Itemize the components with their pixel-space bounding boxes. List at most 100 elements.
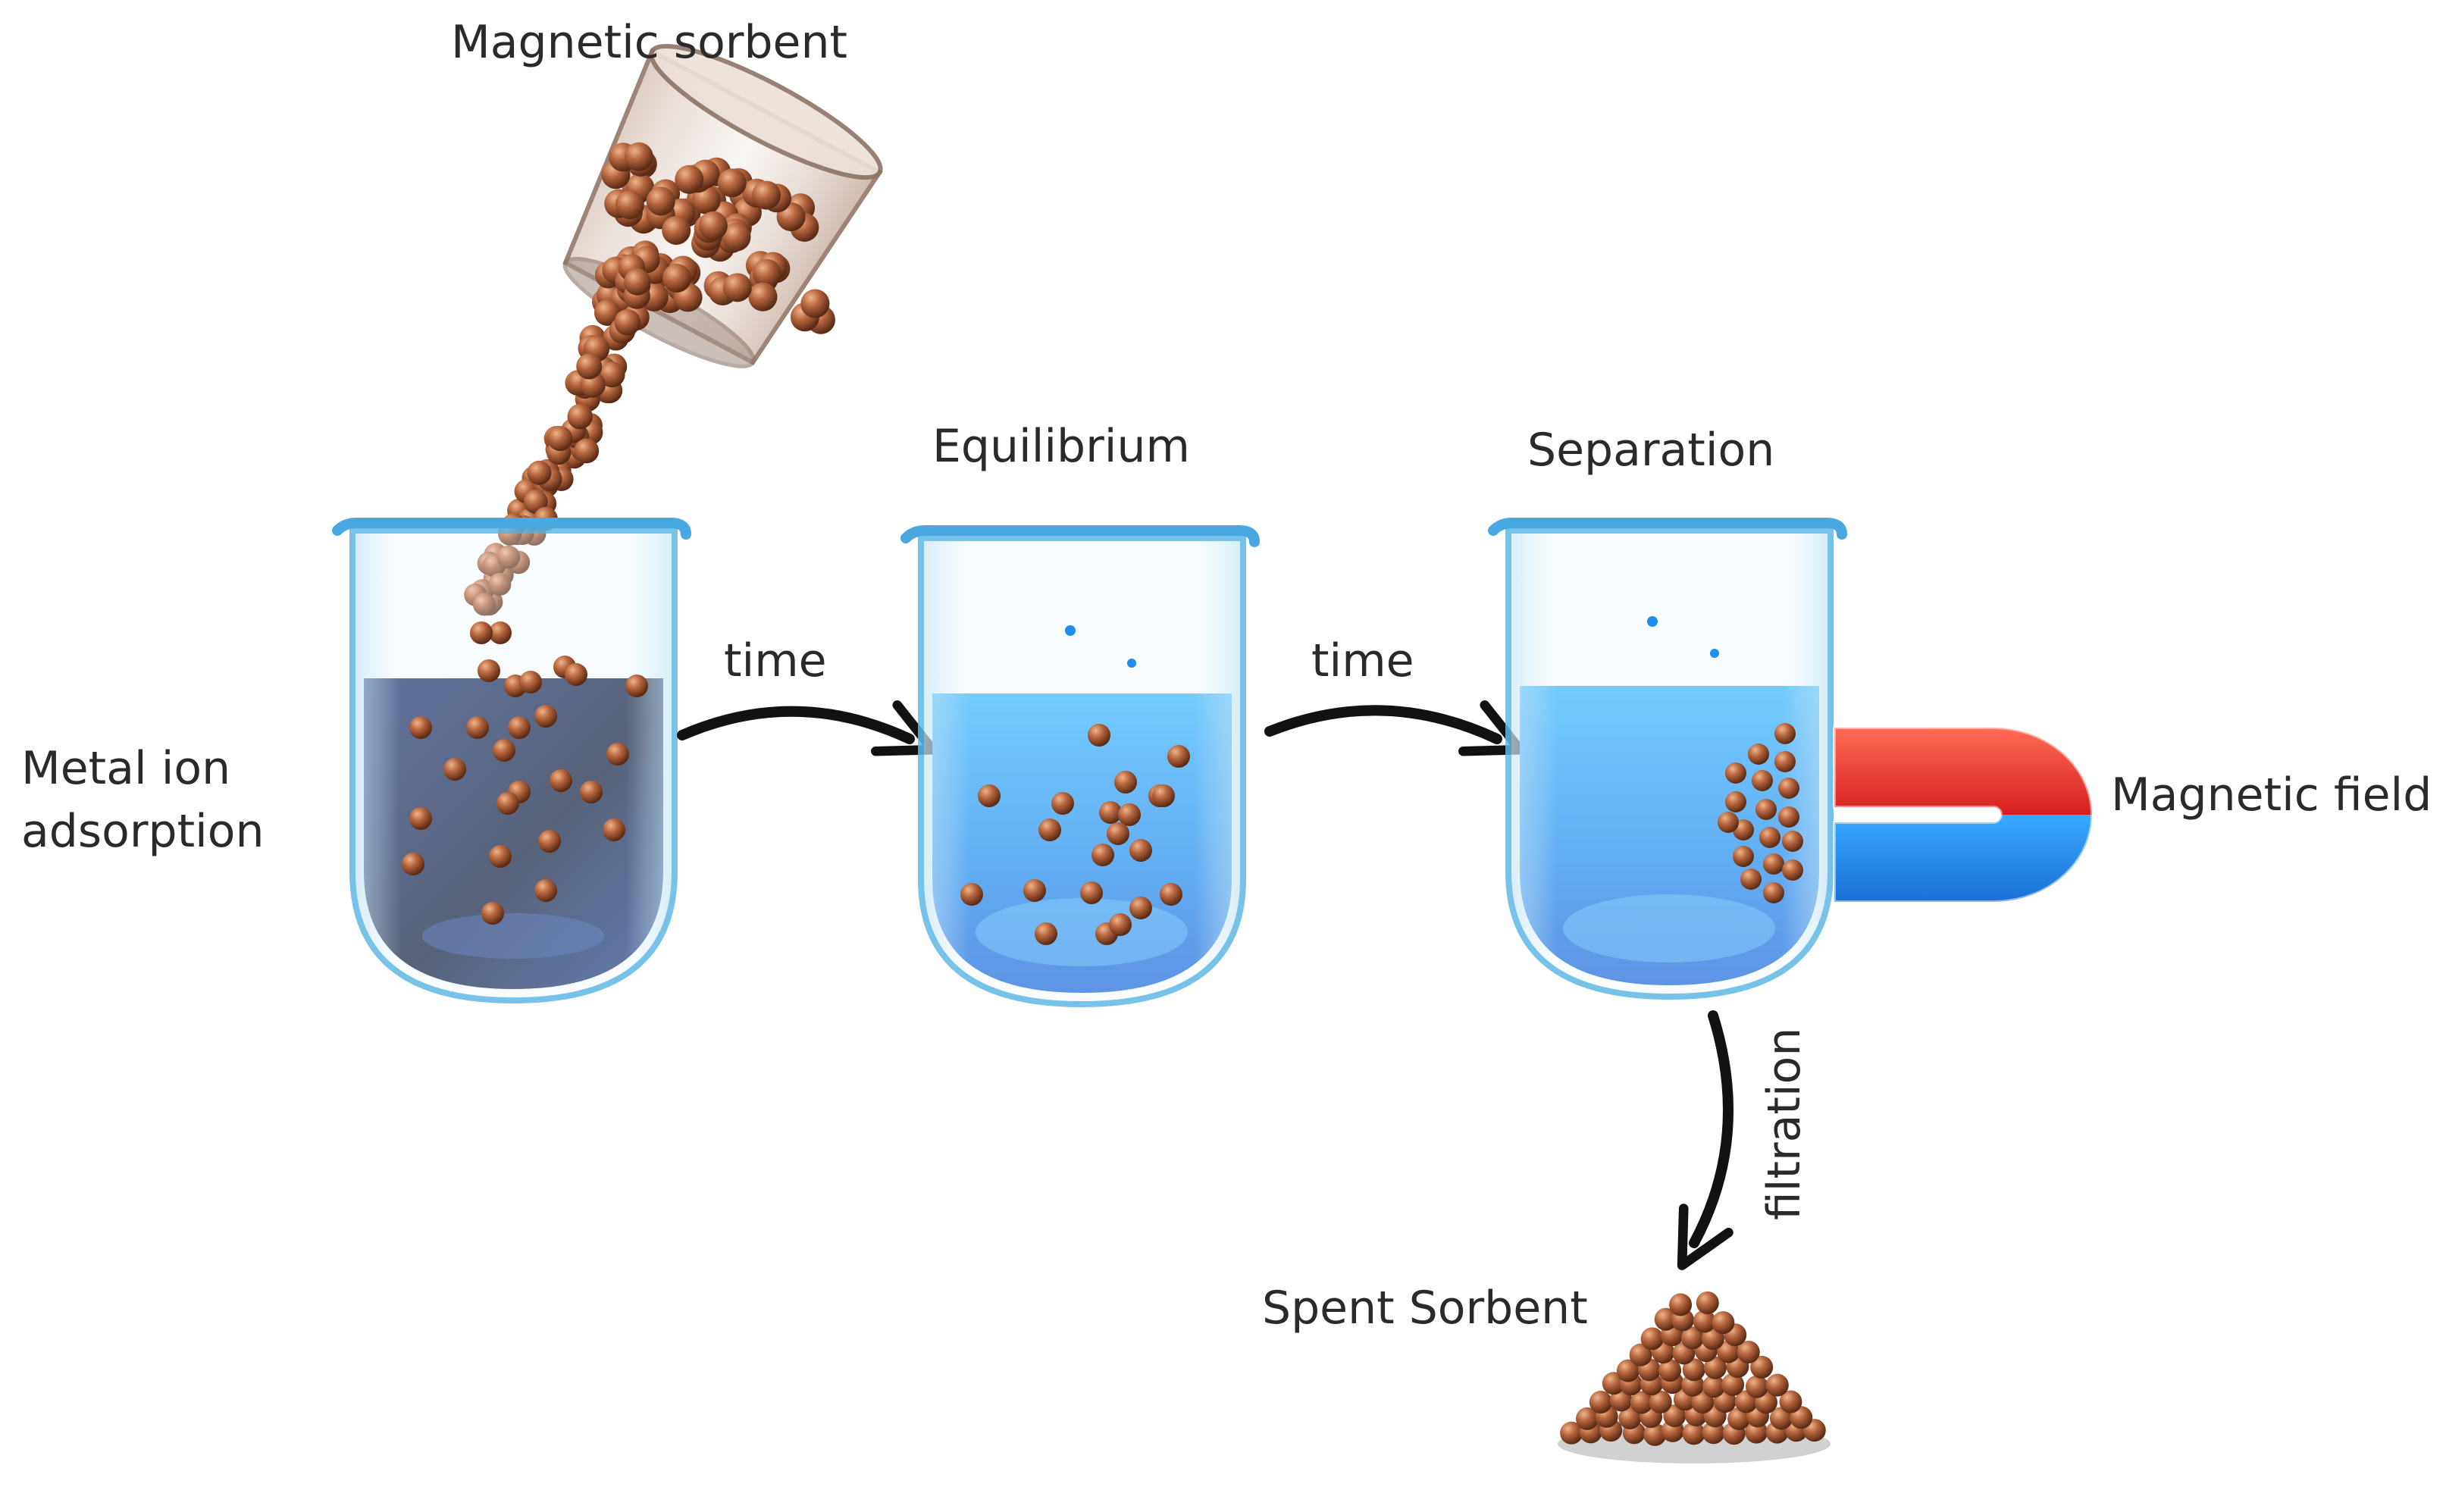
sorbent-bead xyxy=(1782,859,1803,881)
sorbent-bead xyxy=(675,164,704,194)
sorbent-bead xyxy=(1725,762,1746,784)
sorbent-bead xyxy=(547,426,573,452)
sorbent-pile-icon xyxy=(1558,1291,1831,1463)
sorbent-bead xyxy=(1669,1293,1693,1316)
sorbent-bead xyxy=(1725,791,1746,812)
sorbent-bead xyxy=(1167,745,1190,768)
sorbent-bead xyxy=(1778,778,1799,799)
sorbent-bead xyxy=(606,743,629,765)
sorbent-bead xyxy=(599,362,625,388)
sorbent-bead xyxy=(489,845,512,868)
sorbent-bead xyxy=(481,902,504,925)
sorbent-bead xyxy=(603,819,625,841)
sorbent-bead xyxy=(534,879,557,902)
sorbent-bead xyxy=(1680,1326,1704,1350)
sorbent-bead xyxy=(1129,897,1152,919)
sorbent-bead xyxy=(1702,1375,1725,1398)
sorbent-bead xyxy=(1693,1310,1716,1333)
sorbent-bead xyxy=(1640,1327,1664,1351)
sorbent-bead xyxy=(1051,792,1074,815)
label-metal-ion-adsorption: Metal ion adsorption xyxy=(21,743,265,858)
beaker2-beads xyxy=(960,724,1190,945)
beaker-separation xyxy=(1488,518,1847,1000)
sorbent-bead xyxy=(567,403,593,430)
sorbent-bead xyxy=(646,186,675,216)
sorbent-bead xyxy=(1023,879,1046,902)
sorbent-bead xyxy=(565,663,587,686)
sorbent-bead xyxy=(593,299,621,326)
sorbent-bead xyxy=(1109,913,1132,936)
sorbent-bead xyxy=(1712,1311,1735,1335)
sorbent-bead xyxy=(1160,883,1182,906)
sorbent-bead xyxy=(1114,771,1137,794)
label-metal-ion-line2: adsorption xyxy=(21,805,265,858)
sorbent-bead xyxy=(1118,803,1141,826)
sorbent-bead xyxy=(752,258,781,288)
sorbent-bead xyxy=(752,180,781,210)
label-spent-sorbent: Spent Sorbent xyxy=(1262,1282,1588,1335)
sorbent-bead xyxy=(1748,743,1769,765)
sorbent-bead xyxy=(1682,1422,1705,1445)
sorbent-bead xyxy=(1718,812,1739,833)
sorbent-bead xyxy=(409,716,432,739)
beaker-equilibrium xyxy=(900,525,1260,1008)
sorbent-bead xyxy=(722,222,751,252)
label-equilibrium: Equilibrium xyxy=(932,420,1190,473)
sorbent-bead xyxy=(717,168,747,198)
sorbent-bead xyxy=(1129,839,1152,862)
sorbent-bead xyxy=(1733,846,1754,867)
sorbent-bead xyxy=(748,282,778,311)
sorbent-bead xyxy=(1658,1359,1682,1382)
sorbent-bead xyxy=(1763,882,1784,903)
sorbent-bead xyxy=(470,621,493,644)
label-filtration: filtration xyxy=(1758,1027,1811,1220)
curved-arrow-icon xyxy=(677,700,938,756)
beaker1-beads xyxy=(402,621,648,925)
sorbent-bead xyxy=(1779,1390,1802,1413)
sorbent-bead xyxy=(496,792,519,815)
beaker-icon xyxy=(349,527,678,1004)
sorbent-bead xyxy=(1727,1407,1751,1430)
sorbent-bead xyxy=(1750,1355,1774,1379)
sorbent-bead xyxy=(1629,1343,1652,1366)
sorbent-bead xyxy=(1560,1421,1583,1445)
beaker-icon xyxy=(918,535,1246,1008)
sorbent-bead xyxy=(1765,1373,1789,1397)
sorbent-bead xyxy=(443,758,466,781)
sorbent-bead xyxy=(691,185,721,214)
sorbent-bead xyxy=(574,438,600,464)
sorbent-bead xyxy=(538,830,561,853)
sorbent-bead xyxy=(1721,1373,1745,1396)
sorbent-bead xyxy=(1152,784,1175,807)
sorbent-bead xyxy=(698,211,728,240)
label-separation: Separation xyxy=(1527,424,1775,477)
sorbent-bead xyxy=(493,739,515,762)
pile-beads xyxy=(1560,1291,1826,1446)
sorbent-bead xyxy=(1755,799,1777,820)
sorbent-bead xyxy=(662,215,691,245)
sorbent-bead xyxy=(1682,1358,1705,1382)
sorbent-bead xyxy=(614,308,641,336)
sorbent-bead xyxy=(1696,1291,1719,1315)
curved-arrow-icon xyxy=(1264,700,1525,756)
sorbent-bead xyxy=(1745,1375,1768,1398)
sorbent-bead xyxy=(1107,822,1129,845)
label-time-1: time xyxy=(724,634,827,687)
sorbent-bead xyxy=(478,659,500,682)
sorbent-bead xyxy=(1618,1406,1642,1429)
sorbent-bead xyxy=(1616,1359,1640,1382)
sorbent-bead xyxy=(1630,1391,1653,1414)
sorbent-bead xyxy=(1038,819,1061,841)
label-time-2: time xyxy=(1311,634,1414,687)
sorbent-bead xyxy=(960,883,983,906)
sorbent-bead xyxy=(1099,801,1122,824)
sorbent-bead xyxy=(527,460,552,485)
sorbent-bead xyxy=(662,263,691,293)
sorbent-bead xyxy=(722,273,752,302)
curved-arrow-icon xyxy=(1677,1010,1733,1270)
sorbent-bead xyxy=(534,705,557,728)
sorbent-bead xyxy=(1589,1391,1612,1414)
sorbent-bead xyxy=(1080,881,1103,904)
sorbent-bead xyxy=(409,807,432,830)
sorbent-bead xyxy=(508,716,531,739)
